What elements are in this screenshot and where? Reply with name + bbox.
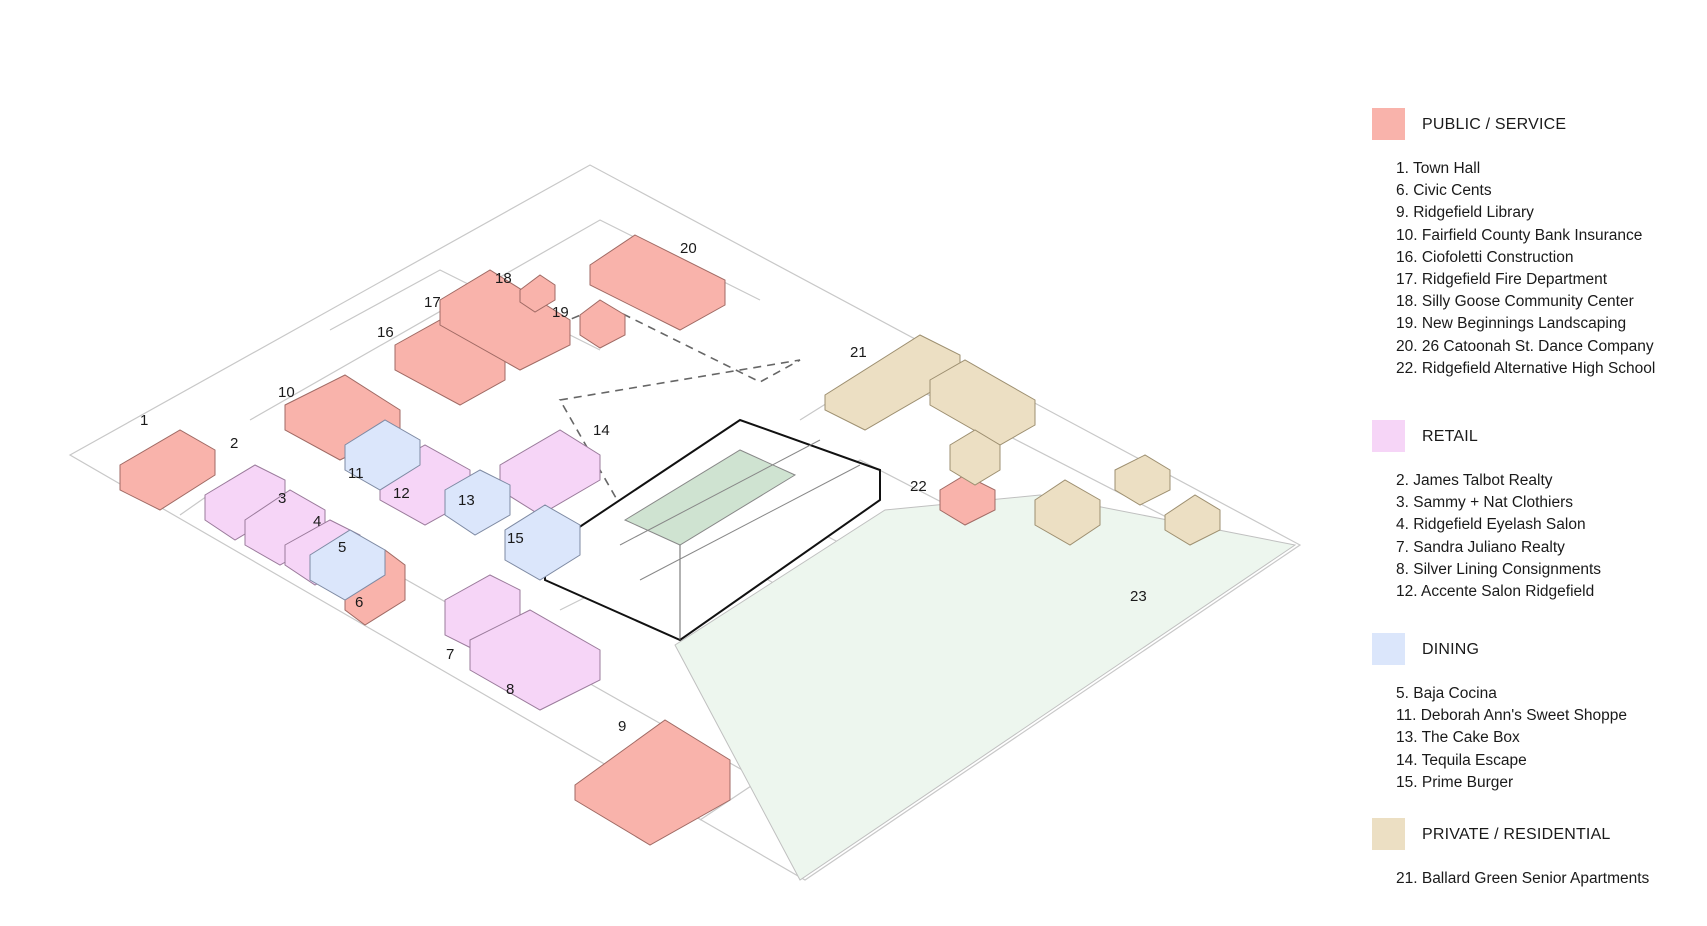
legend-group-title: PRIVATE / RESIDENTIAL — [1422, 826, 1611, 843]
map-label: 14 — [593, 422, 610, 439]
legend-item: 5. Baja Cocina — [1396, 685, 1497, 702]
legend-item: 10. Fairfield County Bank Insurance — [1396, 226, 1643, 244]
legend-item: 11. Deborah Ann's Sweet Shoppe — [1396, 707, 1628, 725]
map-label: 18 — [495, 270, 512, 287]
legend-item: 20. 26 Catoonah St. Dance Company — [1396, 337, 1654, 355]
legend-swatch — [1372, 818, 1405, 850]
legend-item: 18. Silly Goose Community Center — [1396, 293, 1634, 311]
map-label: 2 — [230, 435, 238, 452]
building-19 — [579, 299, 626, 349]
map-label: 16 — [377, 324, 394, 341]
map-label: 11 — [348, 465, 364, 482]
legend-item-list: 21. Ballard Green Senior Apartments — [1396, 868, 1649, 890]
legend-item: 15. Prime Burger — [1396, 773, 1514, 791]
legend-item: 12. Accente Salon Ridgefield — [1396, 583, 1595, 601]
building-13 — [444, 469, 511, 536]
legend-item-list: 1. Town Hall 6. Civic Cents 9. Ridgefiel… — [1396, 158, 1655, 380]
legend-swatch — [1372, 108, 1405, 140]
legend-item: 16. Ciofoletti Construction — [1396, 248, 1574, 266]
map-label: 15 — [507, 530, 524, 547]
map-label: 4 — [313, 513, 321, 530]
map-label: 12 — [393, 485, 410, 502]
building-1 — [119, 429, 216, 511]
legend-item: 7. Sandra Juliano Realty — [1396, 538, 1565, 556]
map-label: 5 — [338, 539, 346, 556]
legend-item-list: 2. James Talbot Realty 3. Sammy + Nat Cl… — [1396, 470, 1601, 603]
building-21b — [929, 359, 1036, 446]
map-label: 9 — [618, 718, 626, 735]
legend-item: 19. New Beginnings Landscaping — [1396, 315, 1627, 333]
map-label: 21 — [850, 344, 867, 361]
building-21f — [1164, 494, 1221, 546]
legend-item: 13. The Cake Box — [1396, 729, 1520, 747]
building-20 — [589, 234, 726, 331]
legend-item-list: 5. Baja Cocina 11. Deborah Ann's Sweet S… — [1396, 683, 1627, 794]
map-label: 6 — [355, 594, 363, 611]
building-11 — [344, 419, 421, 491]
map-label: 1 — [140, 412, 148, 429]
building-21e — [1114, 454, 1171, 506]
proposed-building — [544, 418, 881, 642]
legend-item: 4. Ridgefield Eyelash Salon — [1396, 516, 1586, 534]
building-17 — [439, 269, 571, 371]
legend-item: 8. Silver Lining Consignments — [1396, 560, 1602, 578]
legend-item: 22. Ridgefield Alternative High School — [1396, 359, 1656, 377]
legend-swatch — [1372, 633, 1405, 665]
legend-item: 1. Town Hall — [1396, 160, 1481, 177]
building-21d — [1034, 479, 1101, 546]
building-18 — [519, 274, 556, 313]
map-label: 13 — [458, 492, 475, 509]
map-label: 17 — [424, 294, 441, 311]
site-map: 1 2 3 4 5 6 7 8 9 10 11 12 13 14 15 16 1… — [68, 164, 1302, 881]
building-5 — [309, 529, 386, 601]
legend-swatch — [1372, 420, 1405, 452]
legend-group-title: PUBLIC / SERVICE — [1422, 116, 1567, 133]
map-label: 22 — [910, 478, 927, 495]
legend-item: 2. James Talbot Realty — [1396, 472, 1553, 489]
building-21c — [949, 429, 1001, 486]
building-15 — [504, 504, 581, 581]
legend-item: 21. Ballard Green Senior Apartments — [1396, 870, 1650, 887]
map-label: 19 — [552, 304, 569, 321]
legend-group-title: RETAIL — [1422, 428, 1479, 445]
map-label: 10 — [278, 384, 295, 401]
legend-item: 9. Ridgefield Library — [1396, 204, 1534, 222]
legend-group-title: DINING — [1422, 641, 1480, 658]
legend-item: 6. Civic Cents — [1396, 182, 1492, 200]
legend-item: 3. Sammy + Nat Clothiers — [1396, 494, 1574, 512]
building-8 — [469, 609, 601, 711]
map-label: 3 — [278, 490, 286, 507]
legend-item: 17. Ridgefield Fire Department — [1396, 271, 1608, 289]
map-label: 8 — [506, 681, 514, 698]
site-outline — [68, 164, 1302, 881]
legend-item: 14. Tequila Escape — [1396, 751, 1527, 769]
map-label: 20 — [680, 240, 697, 257]
map-label: 7 — [446, 646, 454, 663]
map-label: 23 — [1130, 588, 1147, 605]
building-9 — [574, 719, 731, 846]
